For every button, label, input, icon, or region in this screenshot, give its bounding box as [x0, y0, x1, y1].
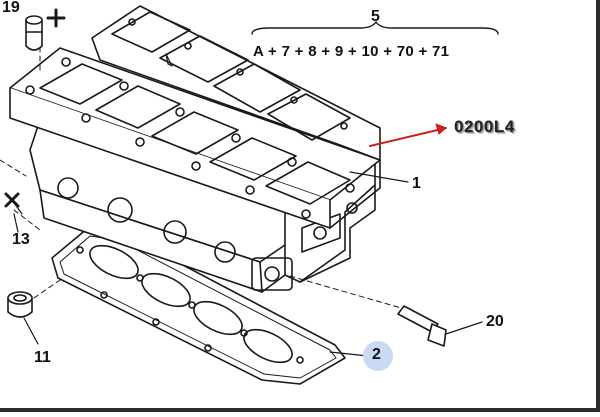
frame-edge-bottom [0, 408, 600, 412]
part-number-13: 13 [12, 231, 30, 248]
part-number-1: 1 [412, 175, 421, 192]
highlight-badge [363, 341, 393, 371]
reference-arrow [369, 123, 447, 147]
part-number-5: 5 [371, 8, 380, 25]
seal-11 [7, 291, 39, 345]
part-number-11: 11 [34, 349, 51, 366]
assembly-brace [251, 21, 499, 35]
part-number-19: 19 [2, 0, 20, 16]
dashed-leader-lines [0, 29, 416, 313]
leader-lines [13, 171, 409, 357]
part-number-20: 20 [486, 313, 504, 330]
part-number-2: 2 [372, 346, 381, 363]
cross-marker-left [4, 192, 23, 215]
reference-code: 0200L4 [454, 117, 515, 136]
assembly-formula: A + 7 + 8 + 9 + 10 + 70 + 71 [253, 43, 450, 60]
frame-edge-right [596, 0, 600, 412]
cross-marker-top [46, 8, 66, 28]
plug-19 [25, 15, 43, 51]
sensor-20 [397, 305, 483, 347]
camshaft-carrier [9, 5, 381, 229]
